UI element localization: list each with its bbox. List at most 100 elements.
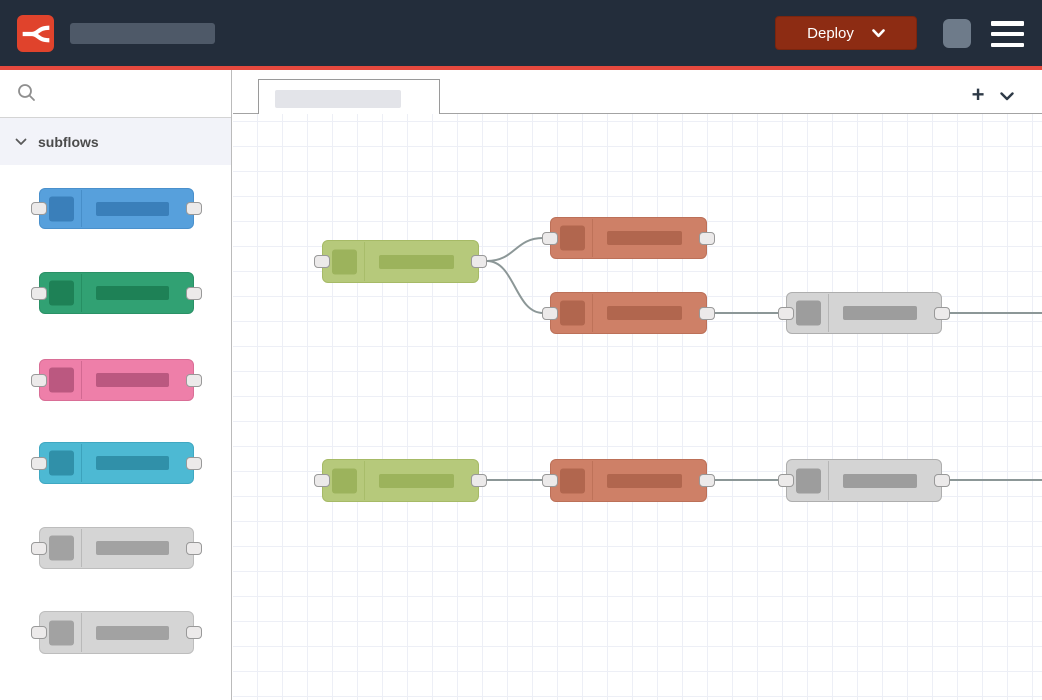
node-icon-separator — [81, 613, 82, 652]
chevron-down-icon — [1000, 92, 1014, 101]
workspace-tab-bar — [233, 70, 1042, 114]
flow-canvas[interactable] — [233, 114, 1042, 700]
node-label-placeholder — [607, 306, 682, 320]
node-icon — [49, 535, 74, 561]
deploy-button[interactable]: Deploy — [775, 16, 917, 50]
node-output-port[interactable] — [186, 286, 202, 300]
subflow-node-green[interactable] — [31, 272, 202, 314]
palette-search-input[interactable] — [0, 70, 231, 118]
node-icon — [332, 249, 357, 274]
deploy-button-label: Deploy — [807, 24, 854, 42]
flow-node-gray-1[interactable] — [778, 292, 950, 334]
node-input-port[interactable] — [542, 306, 558, 320]
node-icon — [332, 468, 357, 493]
node-output-port[interactable] — [186, 456, 202, 470]
node-icon — [49, 280, 74, 306]
palette-category-label: subflows — [38, 133, 99, 150]
node-icon-separator — [592, 461, 593, 500]
palette-sidebar: subflows — [0, 70, 232, 700]
node-icon-separator — [81, 190, 82, 227]
header-accent-line — [0, 66, 1042, 70]
hamburger-icon — [991, 21, 1024, 26]
node-icon — [560, 225, 585, 251]
subflow-node-gray[interactable] — [31, 611, 202, 654]
hamburger-icon — [991, 42, 1024, 47]
flow-node-salmon-3[interactable] — [542, 459, 715, 502]
node-icon-separator — [364, 242, 365, 281]
node-icon — [49, 367, 74, 393]
node-output-port[interactable] — [471, 255, 487, 268]
node-label-placeholder — [96, 286, 169, 300]
node-icon-separator — [81, 274, 82, 312]
node-input-port[interactable] — [31, 286, 47, 300]
node-icon-separator — [81, 529, 82, 567]
node-label-placeholder — [379, 473, 454, 488]
palette-category-subflows[interactable]: subflows — [0, 118, 231, 165]
node-label-placeholder — [607, 231, 682, 245]
main-menu-button[interactable] — [991, 21, 1024, 47]
node-label-placeholder — [379, 254, 454, 269]
node-icon-separator — [828, 461, 829, 500]
node-icon — [796, 300, 821, 326]
node-input-port[interactable] — [31, 626, 47, 639]
node-red-logo — [17, 15, 54, 52]
flow-node-salmon-1[interactable] — [542, 217, 715, 259]
node-output-port[interactable] — [934, 474, 950, 487]
header-title-placeholder — [70, 23, 215, 44]
subflow-node-pink[interactable] — [31, 359, 202, 401]
node-input-port[interactable] — [314, 474, 330, 487]
node-label-placeholder — [96, 541, 169, 555]
user-avatar[interactable] — [943, 19, 971, 48]
node-label-placeholder — [96, 625, 169, 640]
node-output-port[interactable] — [186, 202, 202, 215]
node-icon — [49, 196, 74, 221]
node-icon-separator — [592, 294, 593, 332]
subflow-node-blue[interactable] — [31, 188, 202, 229]
node-icon-separator — [81, 444, 82, 482]
node-input-port[interactable] — [31, 456, 47, 470]
flow-node-gray-2[interactable] — [778, 459, 950, 502]
flow-list-button[interactable] — [1000, 88, 1020, 104]
node-input-port[interactable] — [778, 306, 794, 320]
node-input-port[interactable] — [542, 231, 558, 245]
flow-node-olive-2[interactable] — [314, 459, 487, 502]
flow-tab-label-placeholder — [275, 90, 401, 108]
node-icon-separator — [828, 294, 829, 332]
flow-node-salmon-2[interactable] — [542, 292, 715, 334]
node-icon — [560, 468, 585, 493]
node-output-port[interactable] — [186, 541, 202, 555]
wire[interactable] — [486, 260, 544, 314]
node-icon-separator — [592, 219, 593, 257]
node-input-port[interactable] — [314, 255, 330, 268]
node-label-placeholder — [843, 473, 917, 488]
subflow-node-cyan[interactable] — [31, 442, 202, 484]
add-flow-button[interactable]: + — [971, 82, 985, 107]
wire-layer — [486, 237, 1042, 482]
flow-node-olive-1[interactable] — [314, 240, 487, 283]
node-input-port[interactable] — [31, 373, 47, 387]
node-output-port[interactable] — [471, 474, 487, 487]
node-output-port[interactable] — [186, 373, 202, 387]
node-output-port[interactable] — [699, 474, 715, 487]
search-icon — [18, 84, 35, 101]
node-input-port[interactable] — [778, 474, 794, 487]
node-red-logo-icon — [22, 25, 49, 42]
node-output-port[interactable] — [699, 306, 715, 320]
node-input-port[interactable] — [31, 202, 47, 215]
header-bar: Deploy — [0, 0, 1042, 66]
node-label-placeholder — [96, 373, 169, 387]
node-icon-separator — [364, 461, 365, 500]
node-input-port[interactable] — [542, 474, 558, 487]
chevron-down-icon — [15, 138, 27, 145]
node-icon-separator — [81, 361, 82, 399]
flow-tab-active[interactable] — [258, 79, 440, 114]
node-output-port[interactable] — [934, 306, 950, 320]
node-label-placeholder — [96, 456, 169, 470]
node-input-port[interactable] — [31, 541, 47, 555]
subflow-node-gray[interactable] — [31, 527, 202, 569]
node-output-port[interactable] — [186, 626, 202, 639]
wire[interactable] — [486, 237, 544, 262]
node-label-placeholder — [607, 473, 682, 488]
node-output-port[interactable] — [699, 231, 715, 245]
